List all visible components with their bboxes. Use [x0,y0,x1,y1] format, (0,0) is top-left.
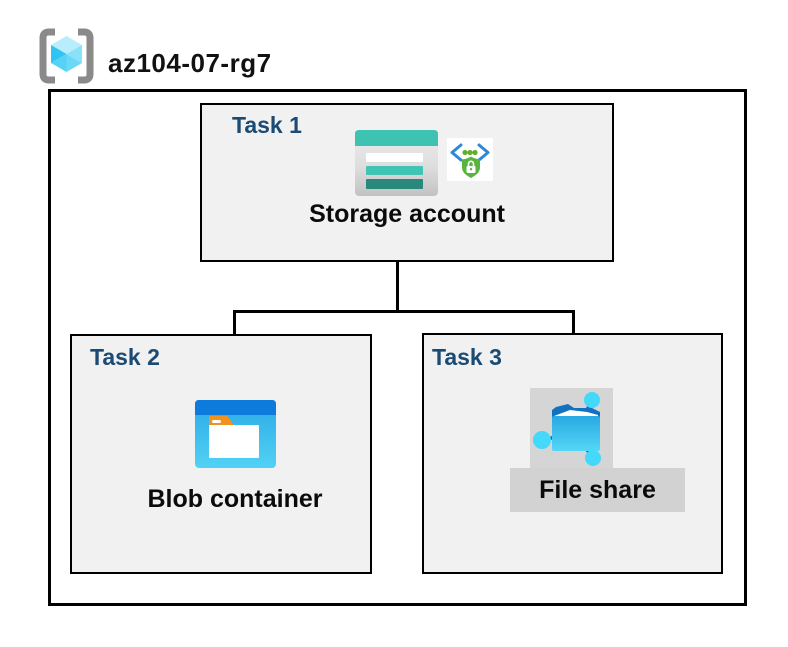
resource-group-icon [38,27,95,85]
task-3-label: Task 3 [432,344,502,370]
storage-account-label: Storage account [309,200,505,228]
connector-storage-trunk [396,235,399,312]
file-share-icon [530,388,613,468]
blob-container-icon [195,400,276,468]
file-share-label-band: File share [510,468,685,512]
resource-group-title: az104-07-rg7 [108,48,272,78]
storage-account-icon [355,130,438,196]
task-1-label: Task 1 [232,112,302,138]
task-2-label: Task 2 [90,344,160,370]
connector-branch [233,310,575,313]
secure-endpoint-icon [447,138,493,181]
file-share-label: File share [539,476,656,504]
blob-container-label: Blob container [147,485,323,513]
